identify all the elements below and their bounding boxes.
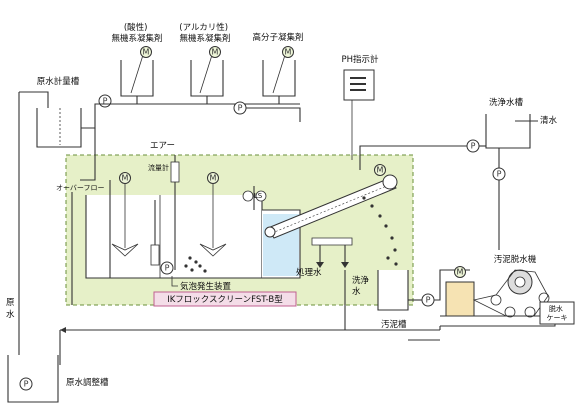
svg-text:M: M <box>210 174 217 183</box>
overflow-label: オーバーフロー <box>56 184 105 192</box>
acid-coagulant-tank: (酸性) 無機系凝集剤 M <box>111 22 163 104</box>
product-name-label: IKフロックスクリーンFST-B型 <box>167 295 283 305</box>
svg-text:M: M <box>377 166 384 175</box>
sludge-dewaterer: 汚泥脱水機 M 脱水 ケーキ <box>440 254 575 327</box>
acid-coagulant-label: (酸性) 無機系凝集剤 <box>111 22 162 44</box>
svg-text:P: P <box>471 142 476 151</box>
raw-metering-tank-label: 原水計量槽 <box>37 76 80 87</box>
motor-icon <box>209 46 221 58</box>
sludge-dewaterer-label: 汚泥脱水機 <box>494 254 537 265</box>
alkali-coagulant-label: (アルカリ性) 無機系凝集剤 <box>179 22 231 44</box>
motor-icon <box>207 172 219 184</box>
bubble-generator-label: 気泡発生装置 <box>180 281 232 292</box>
motor-icon <box>374 164 386 176</box>
svg-text:P: P <box>497 170 502 179</box>
pump-icon <box>160 261 174 275</box>
motor-icon <box>140 46 152 58</box>
svg-text:P: P <box>238 104 243 113</box>
dewatered-cake-label: 脱水 ケーキ <box>547 304 568 322</box>
sludge-tank-label: 汚泥槽 <box>381 319 407 330</box>
svg-text:M: M <box>212 48 219 57</box>
ph-meter: PH指示計 <box>341 54 379 160</box>
lx-label: LS <box>254 192 263 200</box>
raw-water-label: 原 水 <box>6 298 17 320</box>
ph-meter-label: PH指示計 <box>341 54 379 65</box>
svg-text:M: M <box>143 48 150 57</box>
clear-water-label: 清水 <box>540 115 558 126</box>
motor-icon <box>119 172 131 184</box>
svg-text:P: P <box>24 380 29 389</box>
raw-adjust-tank: P 原水調整槽 <box>7 355 109 403</box>
motor-icon <box>454 266 466 278</box>
svg-text:P: P <box>165 264 170 273</box>
raw-adjust-tank-label: 原水調整槽 <box>66 377 109 388</box>
wash-water-label: 洗浄 水 <box>352 275 372 297</box>
svg-text:P: P <box>103 97 108 106</box>
product-name-box <box>153 291 297 307</box>
flowmeter-label: 流量計 <box>148 163 169 172</box>
sludge-tank: 汚泥槽 <box>377 270 409 330</box>
polymer-coagulant-label: 高分子凝集剤 <box>252 32 303 43</box>
motor-icon <box>282 46 294 58</box>
pump-icon <box>19 377 33 391</box>
alkali-coagulant-tank: (アルカリ性) 無機系凝集剤 M <box>179 22 231 104</box>
svg-text:M: M <box>457 268 464 277</box>
wash-water-tank-label: 洗浄水槽 <box>489 97 524 108</box>
belt-screen: M <box>264 164 398 268</box>
wash-water-tank: 洗浄水槽 清水 <box>485 97 558 149</box>
raw-metering-tank: 原水計量槽 <box>36 76 82 148</box>
svg-text:M: M <box>285 48 292 57</box>
flotation-tank: M M エアー 流量計 P <box>85 141 263 279</box>
svg-text:M: M <box>122 174 129 183</box>
air-label: エアー <box>150 141 175 151</box>
treated-water-label: 処理水 <box>296 267 322 278</box>
svg-text:P: P <box>426 296 431 305</box>
polymer-coagulant-tank: 高分子凝集剤 M <box>252 32 304 104</box>
